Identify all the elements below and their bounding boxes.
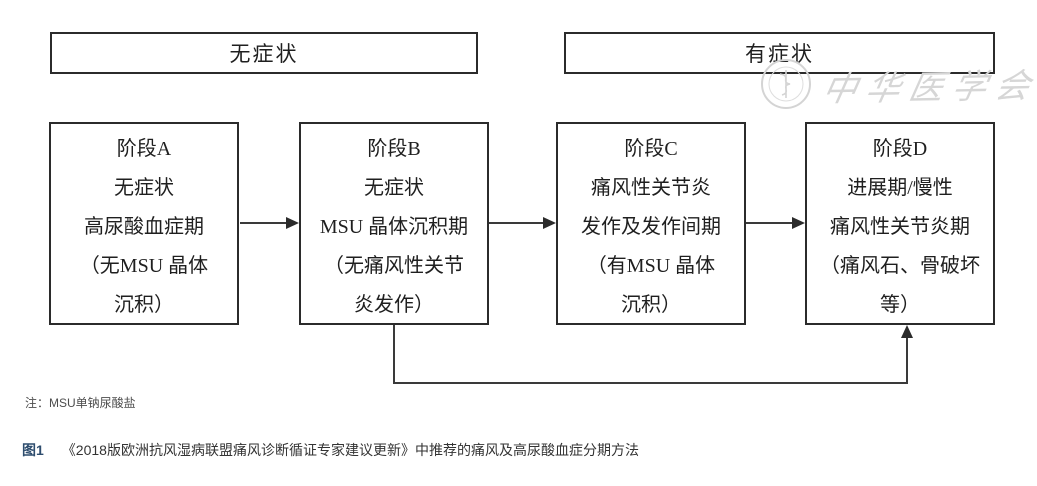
stage-line: 进展期/慢性 (847, 177, 953, 199)
stage-line: MSU 晶体沉积期 (319, 216, 469, 238)
feedback-line-up (906, 336, 908, 384)
stage-line: 无症状 (114, 177, 174, 199)
stage-line: （有MSU 晶体 (586, 255, 716, 277)
arrow-right-icon (792, 217, 805, 229)
feedback-line-across (393, 382, 908, 384)
arrow-c-to-d-line (746, 222, 792, 224)
stage-box-b: 阶段B 无症状 MSU 晶体沉积期 （无痛风性关节 炎发作） (299, 122, 489, 325)
stage-box-d: 阶段D 进展期/慢性 痛风性关节炎期 （痛风石、骨破坏 等） (805, 122, 995, 325)
figure-caption: 图1 《2018版欧洲抗风湿病联盟痛风诊断循证专家建议更新》中推荐的痛风及高尿酸血… (22, 440, 639, 460)
stage-box-c: 阶段C 痛风性关节炎 发作及发作间期 （有MSU 晶体 沉积） (556, 122, 746, 325)
stage-line: （无MSU 晶体 (79, 255, 209, 277)
stage-line: （痛风石、骨破坏 (820, 255, 980, 277)
stage-line: 高尿酸血症期 (84, 216, 204, 238)
note-text: 注：MSU单钠尿酸盐 (25, 396, 136, 410)
phase-header-label: 有症状 (745, 42, 814, 66)
arrow-b-to-c-line (489, 222, 543, 224)
stage-title: 阶段C (624, 138, 678, 160)
arrow-right-icon (286, 217, 299, 229)
stage-line: 发作及发作间期 (581, 216, 721, 238)
arrow-a-to-b-line (240, 222, 288, 224)
arrow-up-icon (901, 325, 913, 338)
stage-title: 阶段A (116, 138, 172, 160)
feedback-line-down (393, 325, 395, 384)
stage-line: 无症状 (364, 177, 424, 199)
phase-header-symptomatic: 有症状 (564, 32, 995, 74)
phase-header-asymptomatic: 无症状 (50, 32, 478, 74)
figure-caption-text: 《2018版欧洲抗风湿病联盟痛风诊断循证专家建议更新》中推荐的痛风及高尿酸血症分… (61, 442, 639, 458)
stage-line: 沉积） (114, 294, 174, 316)
phase-header-label: 无症状 (229, 42, 299, 66)
stage-line: 沉积） (621, 294, 681, 316)
stage-line: 痛风性关节炎 (591, 177, 711, 199)
stage-title: 阶段B (367, 138, 421, 160)
figure-label: 图1 (22, 442, 44, 458)
stage-box-a: 阶段A 无症状 高尿酸血症期 （无MSU 晶体 沉积） (49, 122, 239, 325)
stage-line: （无痛风性关节 (324, 255, 464, 277)
stage-line: 炎发作） (354, 294, 434, 316)
stage-title: 阶段D (872, 138, 928, 160)
arrow-right-icon (543, 217, 556, 229)
stage-line: 痛风性关节炎期 (830, 216, 970, 238)
stage-line: 等） (880, 294, 920, 316)
